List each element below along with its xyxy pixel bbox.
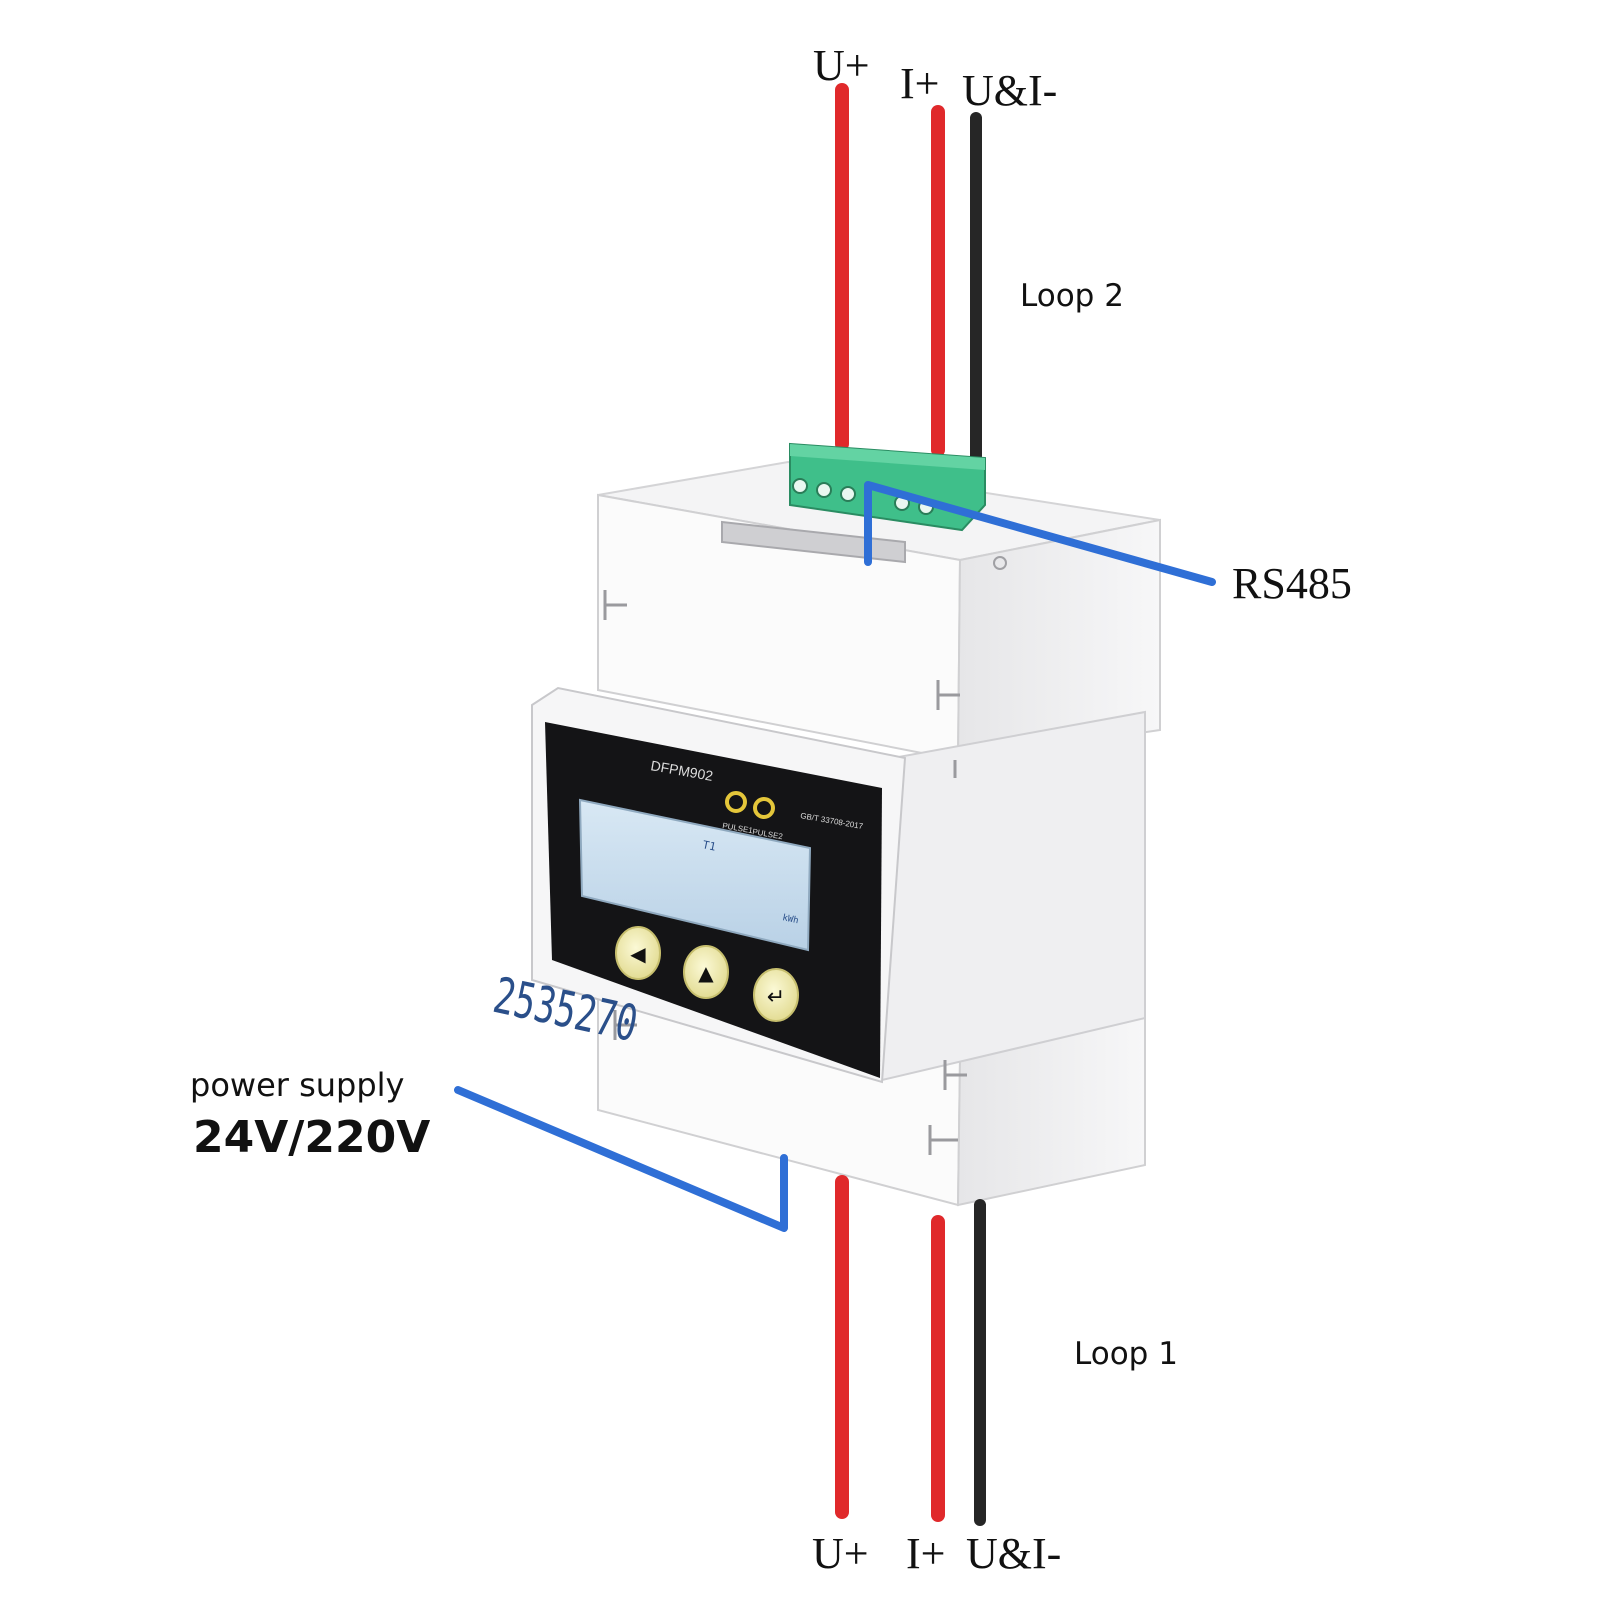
bottom-wires <box>835 1175 986 1526</box>
energy-meter: DFPM902 PULSE1 PULSE2 GB/T 33708-2017 T1… <box>488 460 1161 1207</box>
enter-button[interactable]: ↵ <box>753 968 799 1022</box>
left-arrow-icon: ◀ <box>630 942 646 966</box>
unit-label: kWh <box>781 913 799 926</box>
top-ui-minus-label: U&I- <box>962 66 1057 115</box>
bottom-i-plus-label: I+ <box>906 1529 945 1578</box>
voltage-label: 24V/220V <box>193 1112 430 1163</box>
bottom-ui-minus-label: U&I- <box>966 1529 1061 1578</box>
meter-upper-side <box>956 518 1161 762</box>
bottom-u-plus-label: U+ <box>812 1529 869 1578</box>
rs485-leader-line <box>864 481 1216 586</box>
meter-middle-side <box>881 710 1146 1082</box>
enter-icon: ↵ <box>767 985 785 1010</box>
top-screw <box>993 556 1007 570</box>
left-button[interactable]: ◀ <box>615 926 661 980</box>
loop1-label: Loop 1 <box>1074 1336 1178 1372</box>
pulse2-led <box>753 797 775 819</box>
top-wires <box>835 83 982 462</box>
power-supply-label: power supply <box>190 1066 404 1104</box>
lcd-screen <box>578 798 812 952</box>
power-leader-line <box>454 1086 788 1232</box>
pulse1-led <box>725 791 747 813</box>
up-button[interactable]: ▲ <box>683 945 729 999</box>
din-clips <box>603 590 967 1155</box>
top-slot <box>721 520 906 564</box>
top-i-plus-label: I+ <box>900 59 939 108</box>
tariff-indicator: T1 <box>701 838 717 853</box>
rs485-label: RS485 <box>1232 559 1352 608</box>
top-u-plus-label: U+ <box>813 41 870 90</box>
loop2-label: Loop 2 <box>1020 278 1124 314</box>
up-arrow-icon: ▲ <box>698 961 714 985</box>
